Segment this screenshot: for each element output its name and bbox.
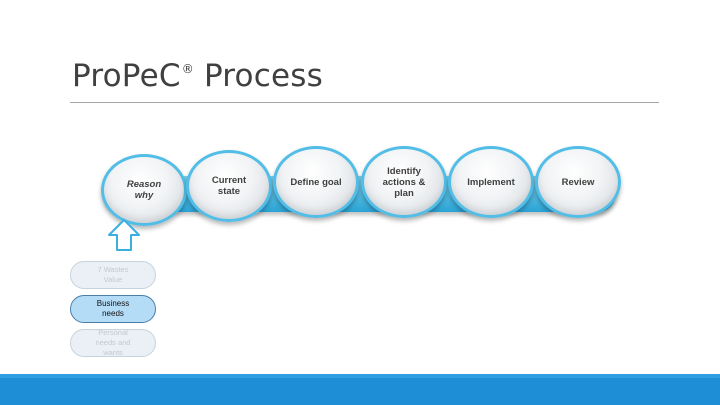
option-label: Personal needs and wants <box>95 328 131 357</box>
process-step-implement[interactable]: Implement <box>448 146 534 218</box>
slide-title: ProPeC® Process <box>72 58 323 94</box>
process-step-label: Define goal <box>290 176 342 188</box>
process-step-label: Current state <box>211 175 247 197</box>
process-step-label: Review <box>561 176 595 188</box>
option-7-wastes-value[interactable]: 7 Wastes Value <box>70 261 156 289</box>
option-label: 7 Wastes Value <box>97 265 129 284</box>
registered-mark: ® <box>181 62 194 76</box>
process-step-define-goal[interactable]: Define goal <box>273 146 359 218</box>
option-business-needs[interactable]: Business needs <box>70 295 156 323</box>
option-personal-needs[interactable]: Personal needs and wants <box>70 328 156 357</box>
footer-bar <box>0 374 720 405</box>
process-step-label: Reason why <box>126 179 162 201</box>
up-arrow-icon <box>108 219 140 251</box>
process-step-label: Identify actions & plan <box>382 165 426 199</box>
process-step-identify-actions[interactable]: Identify actions & plan <box>361 146 447 218</box>
process-step-current-state[interactable]: Current state <box>186 150 272 222</box>
process-step-review[interactable]: Review <box>535 146 621 218</box>
option-label: Business needs <box>96 299 130 318</box>
process-step-label: Implement <box>467 176 515 188</box>
title-divider <box>70 102 659 103</box>
process-step-reason-why[interactable]: Reason why <box>101 154 187 226</box>
